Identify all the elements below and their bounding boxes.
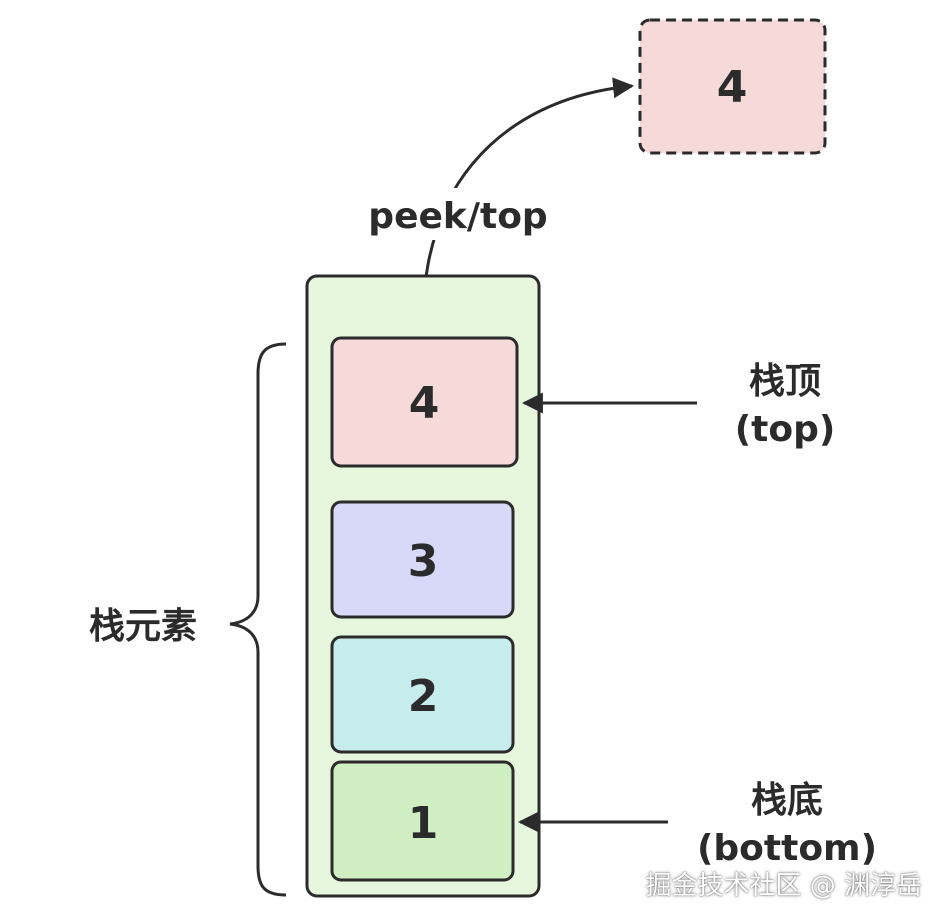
stack-element-box xyxy=(330,635,515,754)
stack-element-4: 4 xyxy=(330,336,519,468)
stack-element-value: 3 xyxy=(408,536,439,587)
peek-top-label: peek/top xyxy=(368,196,547,237)
stack-element-3: 3 xyxy=(330,500,515,619)
stack-element-2: 2 xyxy=(330,635,515,754)
stack-element-1: 1 xyxy=(330,760,515,882)
top-label-en: (top) xyxy=(735,409,836,450)
top-label-cn: 栈顶 xyxy=(749,361,821,402)
peeked-element-value: 4 xyxy=(717,62,748,113)
peeked-element: 4 xyxy=(638,18,827,155)
stack-elements-label: 栈元素 xyxy=(89,606,197,647)
stack-element-box xyxy=(330,336,519,468)
stack-element-box xyxy=(330,500,515,619)
stack-element-box xyxy=(330,760,515,882)
elements-brace xyxy=(229,342,287,897)
stack-element-value: 4 xyxy=(409,378,440,429)
watermark: 掘金技术社区 @ 渊淳岳 xyxy=(645,871,922,901)
stack-element-value: 1 xyxy=(408,798,439,849)
stack-element-value: 2 xyxy=(408,671,439,722)
bottom-label-cn: 栈底 xyxy=(751,780,823,821)
bottom-label-en: (bottom) xyxy=(697,828,877,869)
